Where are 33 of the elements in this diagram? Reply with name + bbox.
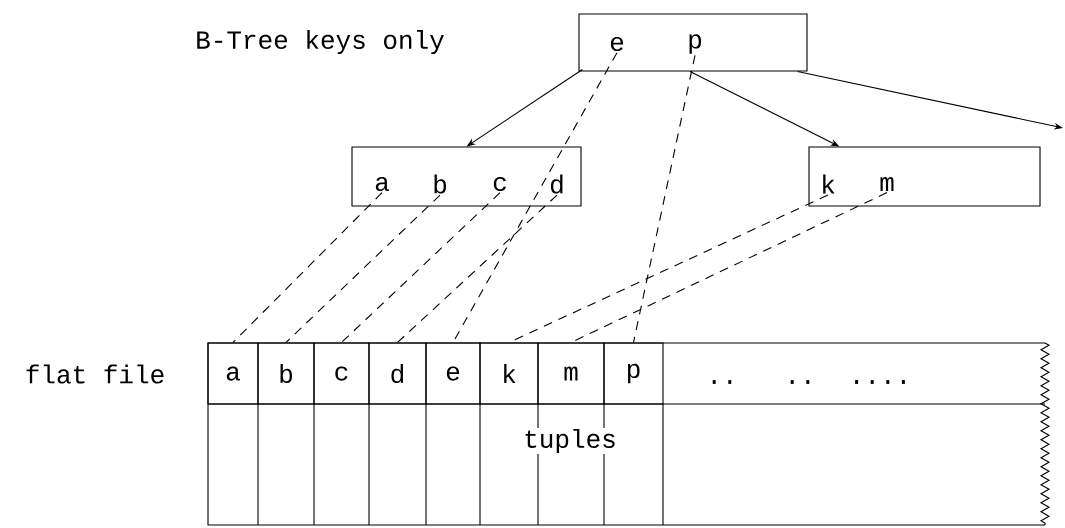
key-box xyxy=(351,146,582,207)
table xyxy=(207,342,1051,526)
dashed-line xyxy=(632,54,696,343)
dashed-line xyxy=(508,194,829,343)
table-cell: c xyxy=(313,342,370,405)
row-label: flat file xyxy=(26,364,164,384)
key-box xyxy=(808,146,1041,207)
key: m xyxy=(880,177,894,191)
key: b xyxy=(434,174,447,194)
key: d xyxy=(550,174,563,194)
arrow xyxy=(797,71,1063,130)
column-label: tuples xyxy=(522,427,618,455)
ellipsis: .. xyxy=(790,380,810,384)
dashed-line xyxy=(285,194,441,343)
key: c xyxy=(493,176,506,192)
ellipsis: .... xyxy=(855,380,905,384)
dashed-line xyxy=(340,192,501,343)
table-cell: e xyxy=(425,342,481,405)
key: k xyxy=(823,174,835,194)
table-cell: d xyxy=(368,342,427,405)
key: e xyxy=(610,36,624,52)
table-cell: b xyxy=(257,342,315,405)
key-box xyxy=(578,13,808,72)
table-cell: m xyxy=(537,342,605,405)
table-cell: k xyxy=(479,342,539,405)
dashed-line xyxy=(232,192,383,343)
ellipsis: .. xyxy=(712,380,732,384)
table-cell: p xyxy=(603,342,664,405)
key: p xyxy=(689,34,702,54)
key: a xyxy=(375,176,389,192)
dashed-line xyxy=(396,194,558,343)
caption: B-Tree keys only xyxy=(197,29,444,55)
table-cell: a xyxy=(207,342,259,405)
